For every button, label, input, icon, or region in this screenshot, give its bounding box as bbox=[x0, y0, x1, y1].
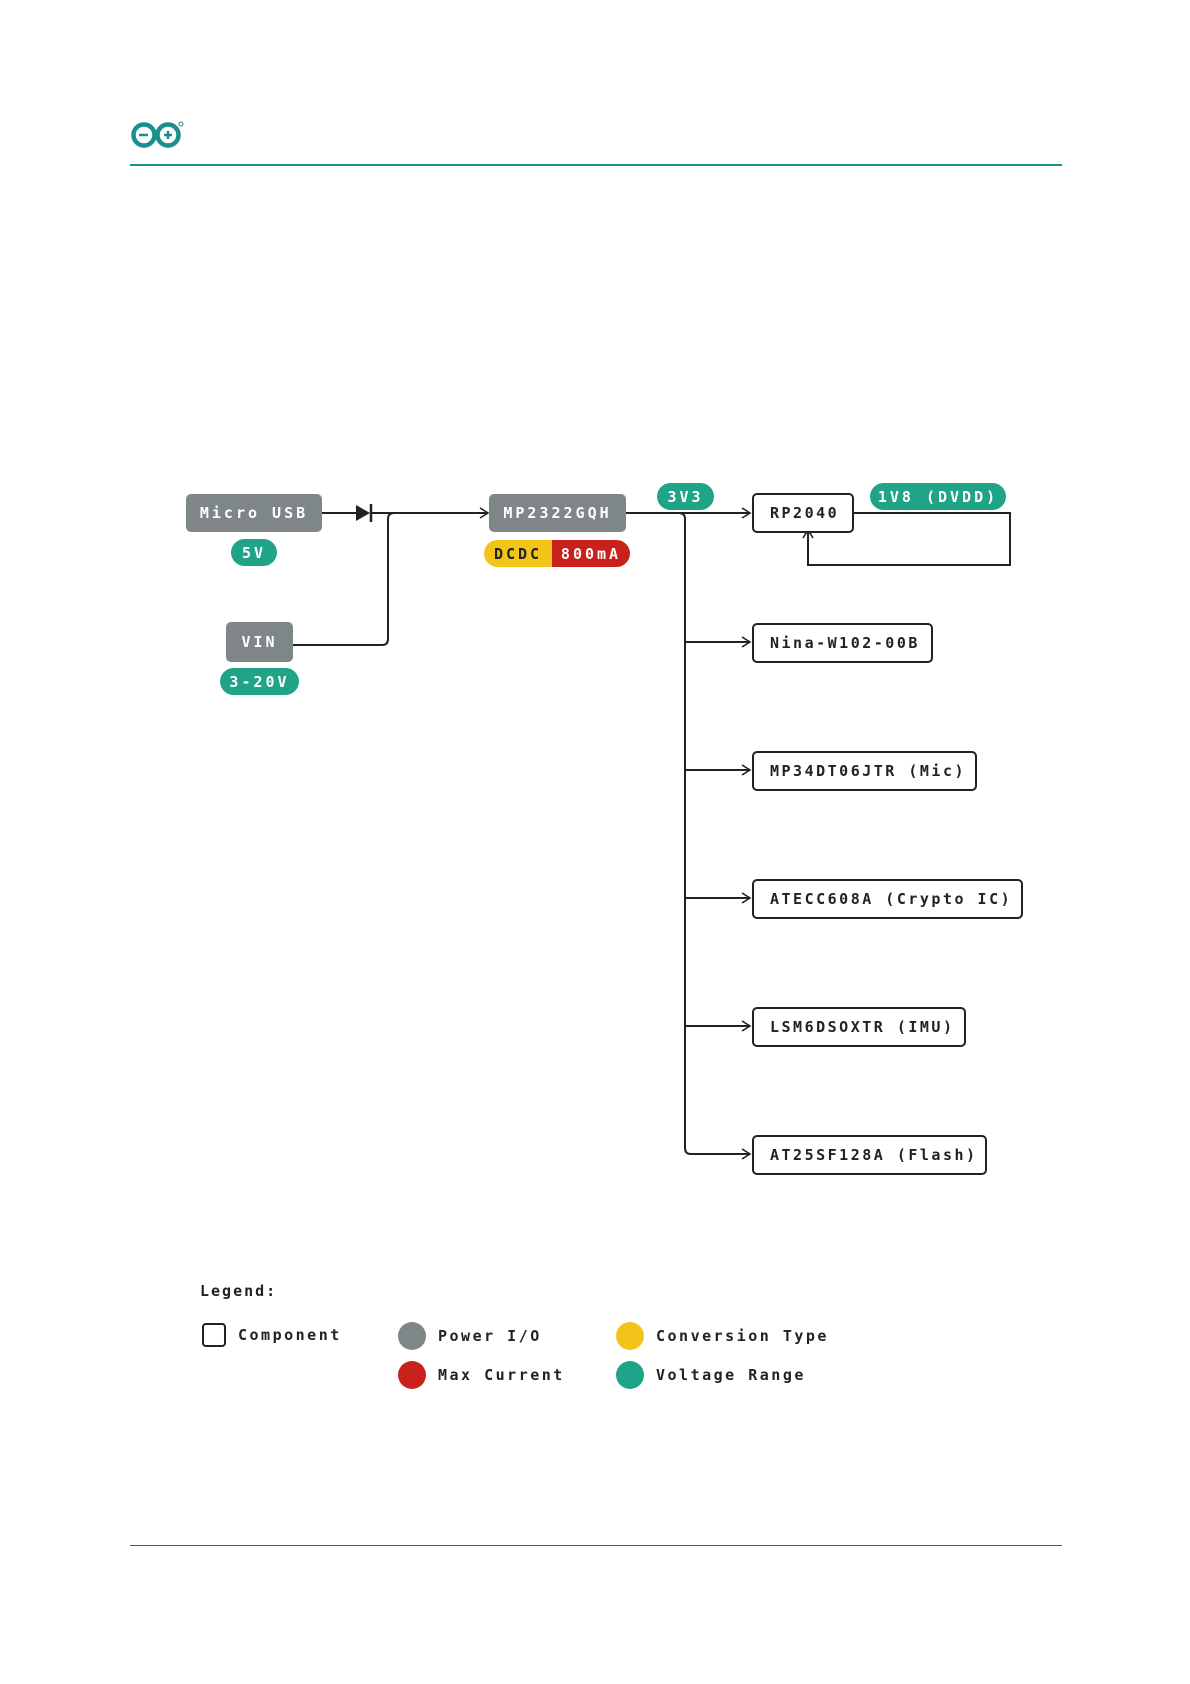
nina-w102-component: Nina-W102-00B bbox=[752, 623, 933, 663]
max-current-badge: 800mA bbox=[552, 540, 630, 567]
conversion-type-swatch-icon bbox=[616, 1322, 644, 1350]
vin-voltage-badge: 3-20V bbox=[220, 668, 299, 695]
rp2040-component: RP2040 bbox=[752, 493, 854, 533]
legend-conversion-type-label: Conversion Type bbox=[656, 1327, 829, 1345]
legend-title: Legend: bbox=[200, 1282, 277, 1300]
legend-max-current-label: Max Current bbox=[438, 1366, 565, 1384]
crypto-ic-component: ATECC608A (Crypto IC) bbox=[752, 879, 1023, 919]
max-current-swatch-icon bbox=[398, 1361, 426, 1389]
micro-usb-node: Micro USB bbox=[186, 494, 322, 532]
micro-usb-voltage-badge: 5V bbox=[231, 539, 277, 566]
component-swatch-icon bbox=[202, 1323, 226, 1347]
vin-node: VIN bbox=[226, 622, 293, 662]
output-voltage-badge: 3V3 bbox=[657, 483, 714, 510]
legend-max-current: Max Current bbox=[398, 1361, 565, 1389]
flash-component: AT25SF128A (Flash) bbox=[752, 1135, 987, 1175]
dvdd-voltage-badge: 1V8 (DVDD) bbox=[870, 483, 1006, 510]
diode-icon bbox=[356, 504, 371, 522]
imu-component: LSM6DSOXTR (IMU) bbox=[752, 1007, 966, 1047]
legend-component-label: Component bbox=[238, 1326, 342, 1344]
legend-conversion-type: Conversion Type bbox=[616, 1322, 829, 1350]
conversion-type-badge: DCDC bbox=[484, 540, 552, 567]
legend-component: Component bbox=[202, 1323, 342, 1347]
legend-power-io: Power I/O bbox=[398, 1322, 542, 1350]
power-io-swatch-icon bbox=[398, 1322, 426, 1350]
legend-power-io-label: Power I/O bbox=[438, 1327, 542, 1345]
legend-voltage-range-label: Voltage Range bbox=[656, 1366, 806, 1384]
regulator-node: MP2322GQH bbox=[489, 494, 626, 532]
voltage-range-swatch-icon bbox=[616, 1361, 644, 1389]
mic-component: MP34DT06JTR (Mic) bbox=[752, 751, 977, 791]
footer-divider bbox=[130, 1545, 1062, 1546]
legend-voltage-range: Voltage Range bbox=[616, 1361, 806, 1389]
